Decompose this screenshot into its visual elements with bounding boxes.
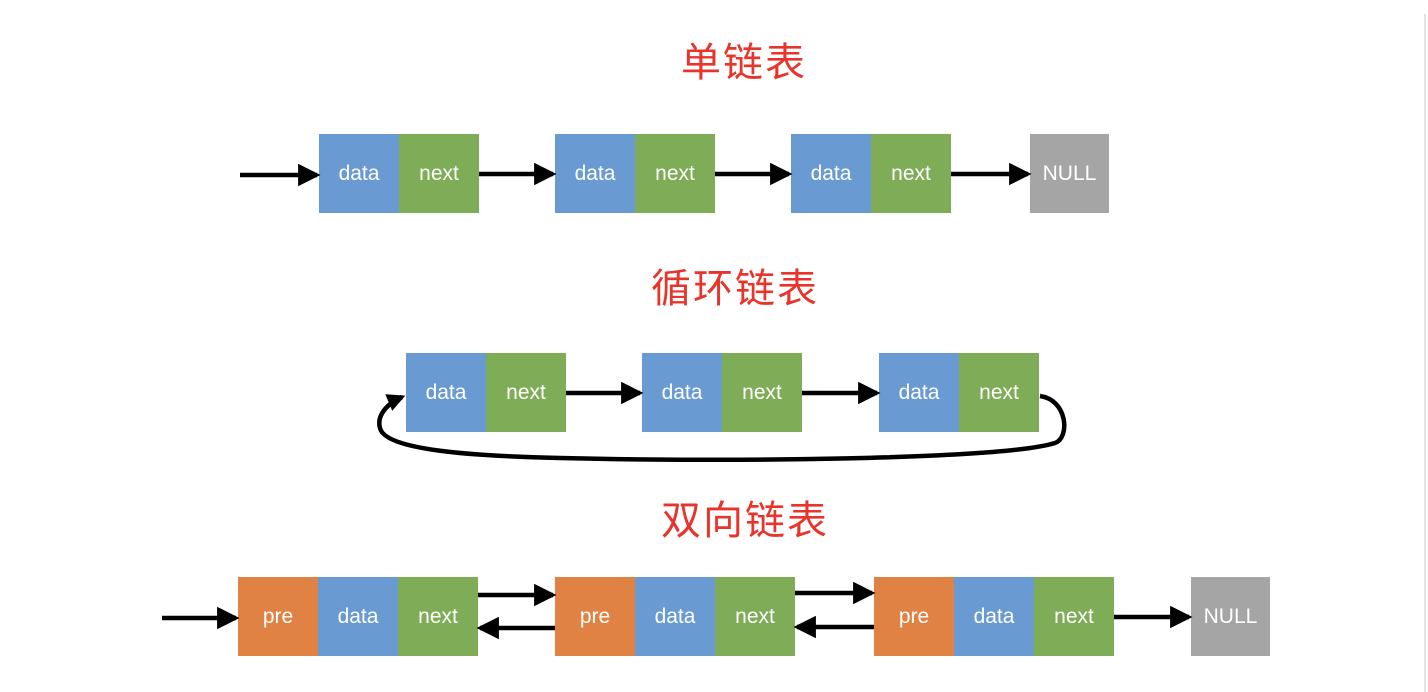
singly-null-terminal: NULL xyxy=(1030,134,1109,213)
data-field: data xyxy=(879,353,959,432)
next-field: next xyxy=(398,577,478,656)
data-field: data xyxy=(319,134,399,213)
doubly-null-terminal: NULL xyxy=(1191,577,1270,656)
right-edge-divider xyxy=(1424,14,1426,692)
data-field: data xyxy=(642,353,722,432)
data-field: data xyxy=(791,134,871,213)
pre-field: pre xyxy=(874,577,954,656)
next-field: next xyxy=(722,353,802,432)
data-field: data xyxy=(635,577,715,656)
data-field: data xyxy=(406,353,486,432)
doubly-linked-list-title: 双向链表 xyxy=(661,498,829,544)
data-field: data xyxy=(318,577,398,656)
pre-field: pre xyxy=(238,577,318,656)
data-field: data xyxy=(555,134,635,213)
pre-field: pre xyxy=(555,577,635,656)
next-field: next xyxy=(871,134,951,213)
next-field: next xyxy=(635,134,715,213)
singly-linked-list-title: 单链表 xyxy=(681,40,807,86)
next-field: next xyxy=(1034,577,1114,656)
data-field: data xyxy=(954,577,1034,656)
next-field: next xyxy=(959,353,1039,432)
next-field: next xyxy=(399,134,479,213)
next-field: next xyxy=(486,353,566,432)
circular-linked-list-title: 循环链表 xyxy=(651,266,819,312)
next-field: next xyxy=(715,577,795,656)
